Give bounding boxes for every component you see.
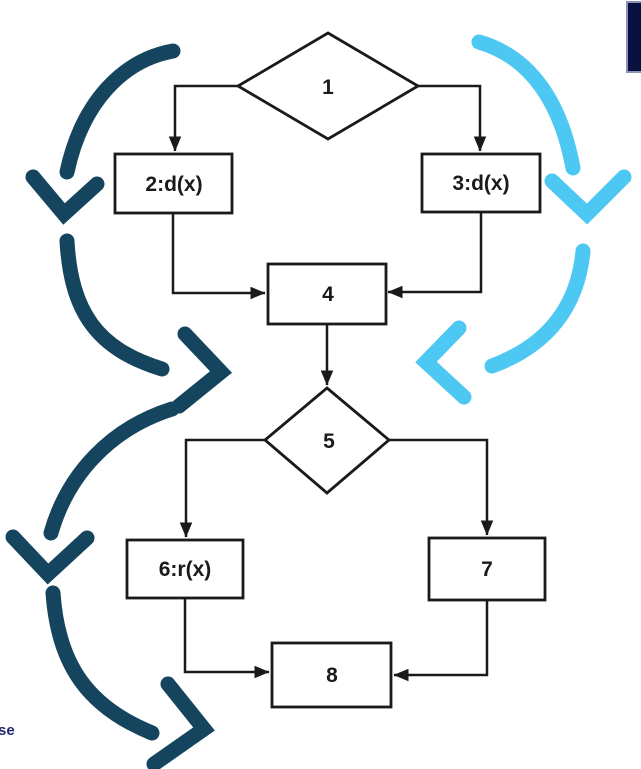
node-4-label: 4 [322,283,334,306]
curved-arrow-segment [484,243,591,374]
node-5-diamond [262,386,392,495]
curved-arrow-segment [471,34,581,176]
node-3-rect [420,152,542,214]
arrowhead-chevron-right-icon [146,676,215,769]
arrowhead-chevron-down-icon [25,169,105,225]
arrowhead-chevron-down-icon [5,529,95,585]
node-1-label: 1 [322,76,334,99]
node-2-rect [113,152,234,215]
loop-arrows-cyan [415,34,632,405]
edge-5-7 [389,438,494,536]
curved-arrow-segment [43,401,180,541]
edge-6-8 [183,598,270,679]
curved-arrow-segment [59,43,181,180]
node-4-rect [266,262,388,326]
node-5-label: 5 [323,430,335,453]
flowchart-nodes: 1 2:d(x) 3:d(x) 4 5 6:r(x) 7 8 [113,31,547,709]
node-3-label: 3:d(x) [452,172,509,195]
node-7-label: 7 [481,558,493,581]
edge-2-4 [171,213,266,300]
edge-1-2 [168,84,238,152]
edge-3-4 [387,212,483,299]
node-2-label: 2:d(x) [145,173,202,196]
node-8-label: 8 [326,664,338,687]
node-1-diamond [235,31,421,141]
edge-1-3 [418,84,487,152]
edge-5-6 [179,438,265,538]
loop-arrows-dark [5,43,233,769]
flowchart-edges [168,84,494,682]
node-7-rect [427,536,547,602]
node-6-label: 6:r(x) [159,558,212,581]
arrowhead-chevron-right-icon [171,326,233,414]
node-6-rect [125,538,245,600]
curved-arrow-segment [59,233,170,377]
corner-text-fragment: se [0,722,15,739]
node-8-rect [270,641,393,709]
edge-7-8 [393,600,489,682]
corner-navy-rectangle [626,1,641,73]
curved-arrow-segment [45,585,160,741]
arrowhead-chevron-left-icon [415,320,472,405]
arrowhead-chevron-down-icon [544,169,632,225]
